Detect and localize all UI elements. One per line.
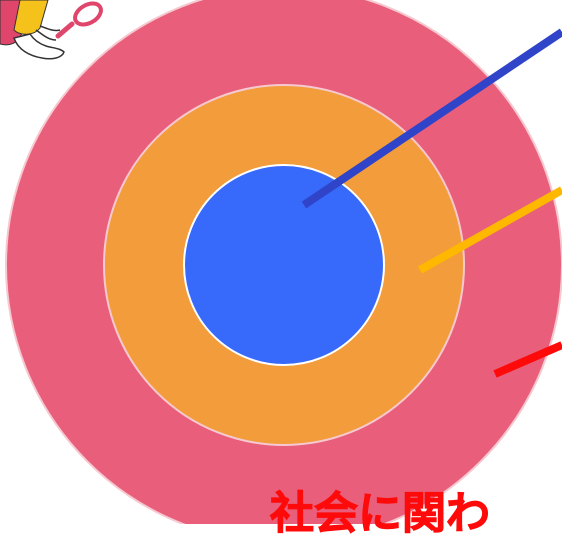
- magnifier-lens: [71, 0, 104, 29]
- concentric-circles-diagram: [0, 0, 562, 524]
- inner-circle: [184, 165, 384, 365]
- illustration-sleeve: [14, 0, 48, 34]
- caption-text: 社会に関わ: [270, 492, 490, 536]
- person-with-magnifying-glass-icon: [0, 0, 105, 59]
- magnifier-handle: [58, 24, 72, 36]
